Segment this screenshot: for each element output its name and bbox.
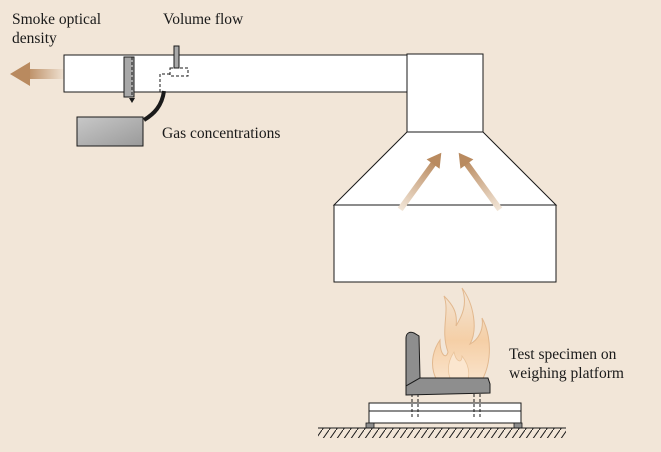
test-specimen-label: Test specimen on weighing platform <box>509 345 624 383</box>
volume-flow-label: Volume flow <box>163 11 244 28</box>
floor <box>318 427 566 438</box>
specimen-label-line1: Test specimen on <box>509 346 617 363</box>
exhaust-duct <box>63 54 409 93</box>
hood-flow-arrow-right-icon <box>458 152 503 212</box>
chair-icon <box>405 331 491 418</box>
flame-icon <box>432 287 490 394</box>
exhaust-arrow-icon <box>10 62 66 86</box>
smoke-probe <box>123 56 135 103</box>
smoke-label-line1: Smoke optical <box>12 11 102 28</box>
weighing-platform <box>365 402 523 429</box>
gas-concentrations-label: Gas concentrations <box>162 125 281 142</box>
volume-flow-probe <box>159 45 189 92</box>
hood-flow-arrow-left-icon <box>397 152 442 212</box>
smoke-optical-density-label: Smoke optical density <box>12 10 101 48</box>
gas-analyzer-box <box>76 116 144 147</box>
exhaust-hood <box>332 53 558 283</box>
smoke-label-line2: density <box>12 30 57 47</box>
specimen-label-line2: weighing platform <box>509 365 624 382</box>
gas-sample-tube <box>142 90 166 122</box>
